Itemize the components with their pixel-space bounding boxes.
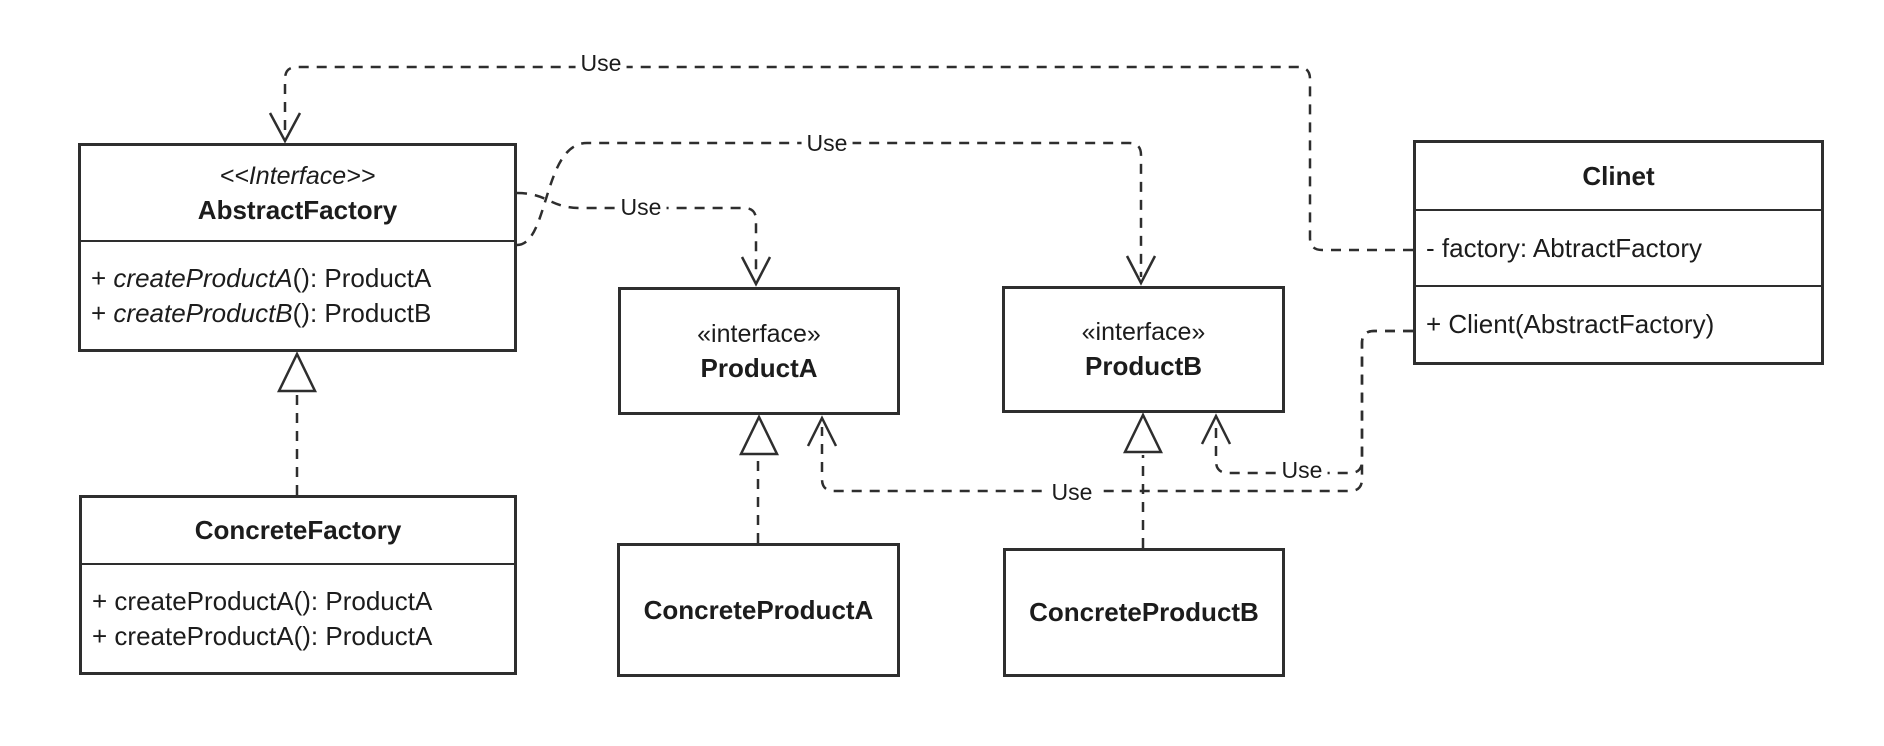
class-methods-compartment: + Client(AbstractFactory)	[1416, 285, 1821, 362]
class-stereotype: «interface»	[697, 319, 821, 348]
edge-use-client-to-abstract-factory	[268, 65, 1413, 252]
method-visibility: +	[91, 262, 114, 293]
class-concrete-product-b: ConcreteProductB	[1003, 548, 1285, 677]
method-row: + createProductB(): ProductB	[91, 296, 504, 331]
edge-realization-concrete-product-a	[739, 414, 779, 543]
open-arrowhead-icon	[806, 415, 838, 447]
class-abstract-factory: <<Interface>> AbstractFactory + createPr…	[78, 143, 517, 352]
open-arrowhead-icon	[1125, 255, 1157, 286]
class-title-compartment: ConcreteFactory	[82, 498, 514, 563]
class-methods-compartment: + createProductA(): ProductA + createPro…	[81, 240, 514, 349]
class-name: AbstractFactory	[197, 194, 398, 225]
class-name: ConcreteProductB	[1029, 597, 1259, 627]
class-title-compartment: Clinet	[1416, 143, 1821, 209]
hollow-triangle-arrowhead-icon	[739, 414, 779, 456]
class-name: ConcreteFactory	[194, 515, 402, 545]
class-title-compartment: ConcreteProductB	[1006, 551, 1282, 674]
edge-label-use-product-b: Use	[801, 130, 853, 156]
method-name: createProductA	[113, 262, 293, 293]
hollow-triangle-arrowhead-icon	[1123, 412, 1163, 454]
edge-use-client-to-product-a	[806, 329, 1413, 493]
class-concrete-factory: ConcreteFactory + createProductA(): Prod…	[79, 495, 517, 675]
method-row: + createProductA(): ProductA	[91, 261, 504, 296]
class-title-compartment: «interface» ProductA	[621, 290, 897, 412]
class-product-a: «interface» ProductA	[618, 287, 900, 415]
class-name: ConcreteProductA	[643, 594, 874, 625]
hollow-triangle-arrowhead-icon	[277, 351, 317, 393]
edge-use-client-to-product-b	[1200, 329, 1413, 475]
method-signature: (): ProductB	[292, 297, 432, 328]
class-concrete-product-a: ConcreteProductA	[617, 543, 900, 677]
method-visibility: +	[91, 297, 114, 328]
class-product-b: «interface» ProductB	[1002, 286, 1285, 413]
attribute-row: - factory: AbtractFactory	[1426, 232, 1702, 263]
class-attributes-compartment: - factory: AbtractFactory	[1416, 209, 1821, 285]
edge-label-use-top: Use	[575, 50, 627, 76]
method-name: createProductB	[113, 297, 293, 328]
edge-label-use-bottom-b: Use	[1276, 457, 1328, 483]
class-name: ProductA	[700, 352, 818, 383]
class-title-compartment: <<Interface>> AbstractFactory	[81, 146, 514, 240]
edge-use-abstract-factory-to-product-b	[516, 141, 1157, 286]
class-name: ProductB	[1085, 351, 1202, 381]
open-arrowhead-icon	[268, 112, 302, 144]
edge-realization-concrete-factory	[277, 351, 317, 495]
open-arrowhead-icon	[740, 256, 772, 287]
method-signature: (): ProductA	[292, 262, 432, 293]
class-methods-compartment: + createProductA(): ProductA + createPro…	[82, 563, 514, 672]
open-arrowhead-icon	[1200, 413, 1232, 445]
class-stereotype: «interface»	[1081, 318, 1206, 346]
method-row: + Client(AbstractFactory)	[1426, 309, 1715, 339]
edge-label-use-bottom-a: Use	[1046, 479, 1098, 505]
method-row: + createProductA(): ProductA	[92, 585, 433, 616]
edge-label-use-product-a: Use	[615, 194, 667, 220]
class-name: Clinet	[1582, 160, 1655, 191]
edge-realization-concrete-product-b	[1123, 412, 1163, 548]
class-client: Clinet - factory: AbtractFactory + Clien…	[1413, 140, 1824, 365]
class-stereotype: <<Interface>>	[219, 161, 376, 190]
class-title-compartment: ConcreteProductA	[620, 546, 897, 674]
method-row: + createProductA(): ProductA	[92, 620, 433, 651]
class-title-compartment: «interface» ProductB	[1005, 289, 1282, 410]
